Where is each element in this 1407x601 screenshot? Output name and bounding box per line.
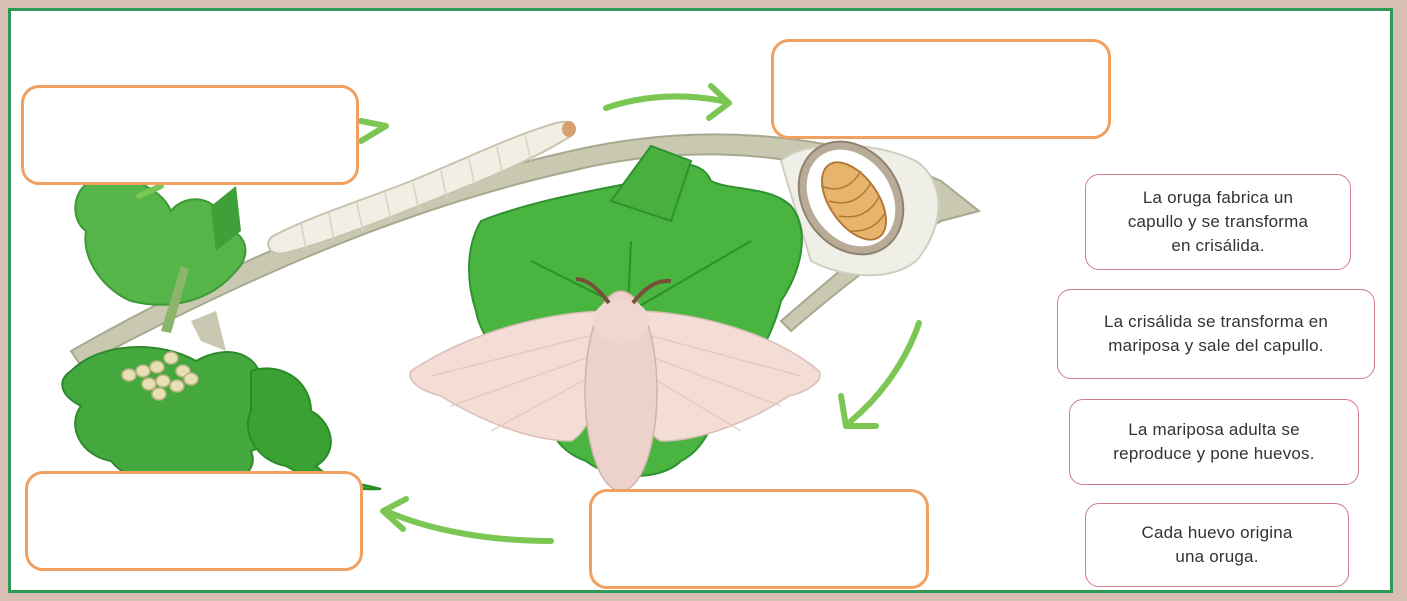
answer-box-larva[interactable]: [21, 85, 359, 185]
stage-card-text: La crisálida se transforma en mariposa y…: [1104, 310, 1328, 358]
answer-box-eggs[interactable]: [25, 471, 363, 571]
stage-card-eggs[interactable]: La mariposa adulta se reproduce y pone h…: [1069, 399, 1359, 485]
stage-card-moth[interactable]: La crisálida se transforma en mariposa y…: [1057, 289, 1375, 379]
worksheet-frame: La oruga fabrica un capullo y se transfo…: [8, 8, 1393, 593]
stage-card-text: Cada huevo origina una oruga.: [1141, 521, 1292, 569]
stage-card-larva[interactable]: Cada huevo origina una oruga.: [1085, 503, 1349, 587]
stage-card-text: La mariposa adulta se reproduce y pone h…: [1113, 418, 1314, 466]
answer-box-cocoon[interactable]: [771, 39, 1111, 139]
stage-card-cocoon[interactable]: La oruga fabrica un capullo y se transfo…: [1085, 174, 1351, 270]
answer-box-moth[interactable]: [589, 489, 929, 589]
stage-card-text: La oruga fabrica un capullo y se transfo…: [1128, 186, 1308, 258]
